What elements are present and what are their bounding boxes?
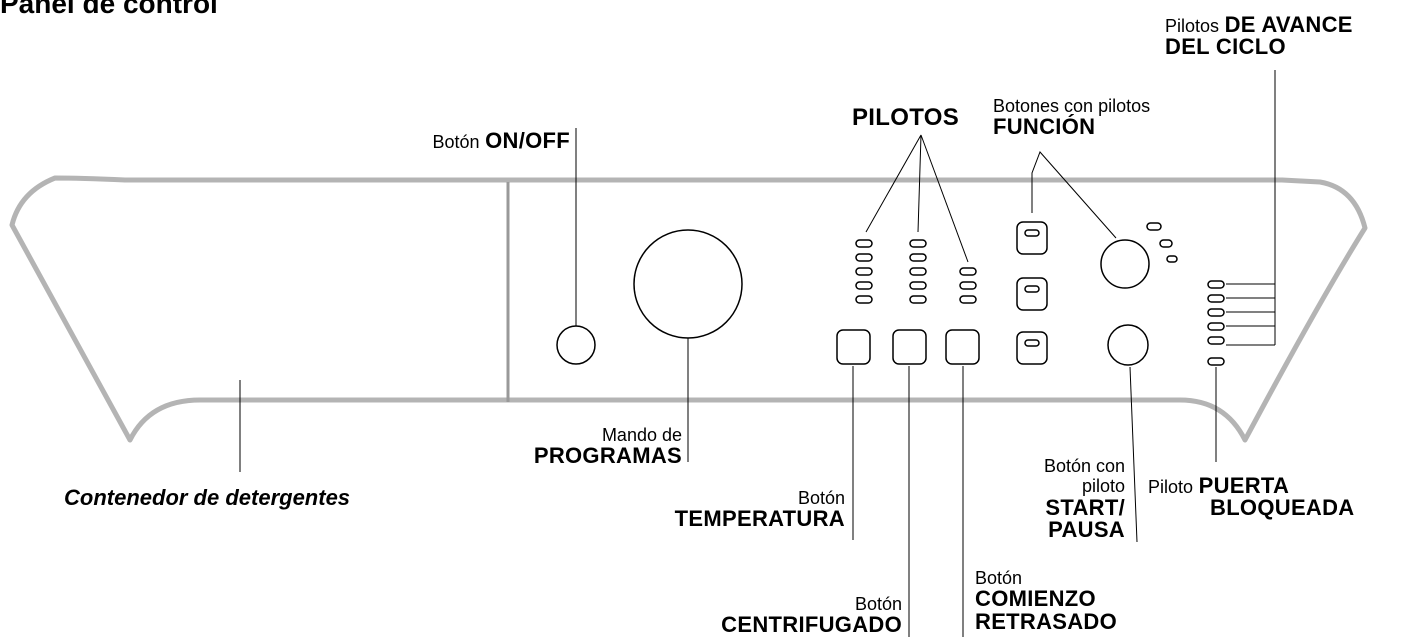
pilot-lamp xyxy=(909,239,927,248)
programas-label: Mando de PROGRAMAS xyxy=(533,425,682,469)
function-button xyxy=(1016,277,1048,311)
pilot-lamp xyxy=(909,281,927,290)
panel-outline xyxy=(9,175,1368,443)
onoff-label: Botón ON/OFF xyxy=(432,128,570,153)
funcion-label: Botones con pilotos FUNCIÓN xyxy=(993,96,1151,140)
pilot-lamp xyxy=(909,267,927,276)
pilot-lamp xyxy=(855,267,873,276)
leader-lines xyxy=(239,70,1276,637)
temperatura-button xyxy=(836,329,871,365)
onoff-button xyxy=(556,325,596,365)
pilot-lamp xyxy=(855,239,873,248)
cycle-pilot xyxy=(1207,322,1225,331)
pilotos-label: PILOTOS xyxy=(852,104,960,131)
start-pause-button xyxy=(1107,324,1149,366)
ciclo-label: Pilotos DE AVANCE DEL CICLO xyxy=(1165,12,1353,60)
function-pilot xyxy=(1024,285,1040,293)
pilot-lamp xyxy=(909,253,927,262)
start-pausa-label: Botón con piloto START/ PAUSA xyxy=(1043,456,1125,543)
program-knob xyxy=(633,229,743,339)
knob-pilot xyxy=(1146,222,1162,231)
cycle-pilot xyxy=(1207,294,1225,303)
pilot-lamps xyxy=(855,239,977,304)
detergentes-label: Contenedor de detergentes xyxy=(64,485,351,510)
pilot-lamp xyxy=(909,295,927,304)
function-buttons xyxy=(1016,221,1048,365)
cycle-pilot xyxy=(1207,308,1225,317)
function-pilot xyxy=(1024,229,1040,237)
comienzo-label: Botón COMIENZO RETRASADO xyxy=(975,568,1118,634)
function-pilot xyxy=(1024,339,1040,347)
pilot-lamp xyxy=(959,267,977,276)
puerta-label: Piloto PUERTA BLOQUEADA xyxy=(1148,473,1355,521)
function-button xyxy=(1016,331,1048,365)
temperatura-label: Botón TEMPERATURA xyxy=(674,488,845,532)
centrifugado-label: Botón CENTRIFUGADO xyxy=(721,594,902,637)
pilot-lamp xyxy=(959,295,977,304)
knob-pilot xyxy=(1159,239,1173,248)
page-title: Panel de control xyxy=(0,0,218,19)
pilot-lamp xyxy=(959,281,977,290)
knob-pilot xyxy=(1166,255,1178,263)
pilot-lamp xyxy=(855,295,873,304)
comienzo-retrasado-button xyxy=(945,329,980,365)
door-locked-pilot xyxy=(1207,357,1225,366)
cycle-pilots xyxy=(1207,280,1225,366)
cycle-pilot xyxy=(1207,336,1225,345)
cycle-pilot xyxy=(1207,280,1225,289)
function-knob xyxy=(1100,239,1150,289)
pilot-lamp xyxy=(855,253,873,262)
centrifugado-button xyxy=(892,329,927,365)
function-button xyxy=(1016,221,1048,255)
pilot-lamp xyxy=(855,281,873,290)
